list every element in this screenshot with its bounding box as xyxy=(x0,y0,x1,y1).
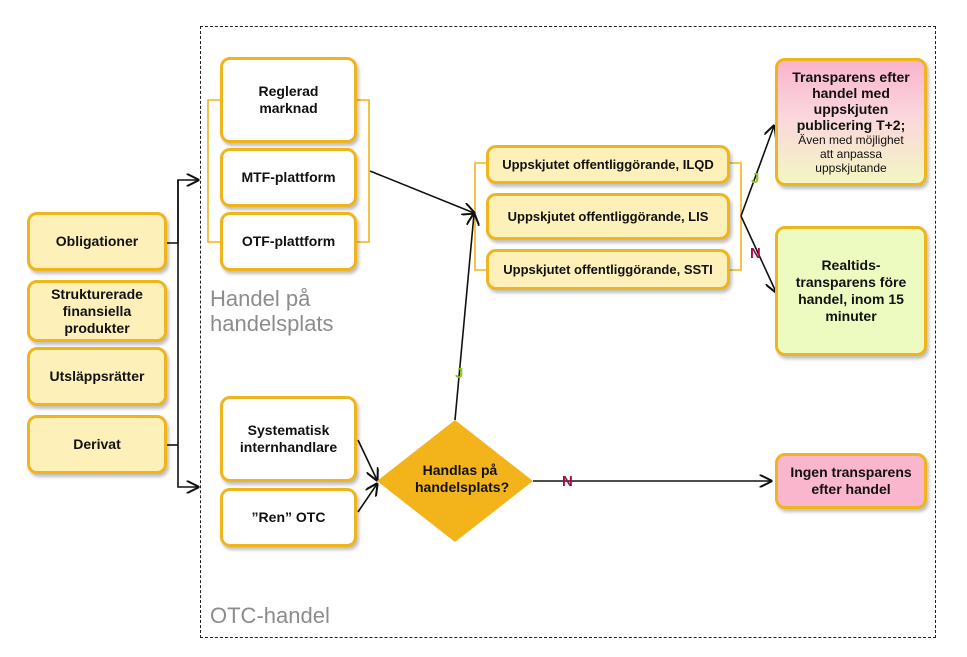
decision-no-label: N xyxy=(562,473,573,490)
outcome-realtime: Realtids-transparens före handel, inom 1… xyxy=(775,226,927,356)
deferral-ilqd-label: Uppskjutet offentliggörande, ILQD xyxy=(502,157,714,172)
otc-si-label: Systematisk internhandlare xyxy=(239,422,338,455)
otc-region-label: OTC-handel xyxy=(210,603,330,628)
outcome-deferred-title: Transparens efter handel med uppskjuten … xyxy=(792,69,910,133)
decision-yes-label: J xyxy=(455,365,464,382)
outcome-deferred-publication: Transparens efter handel med uppskjuten … xyxy=(775,58,927,186)
otc-systematic-internaliser: Systematisk internhandlare xyxy=(220,396,357,482)
outcome-deferred-note: Även med möjlighet att anpassa uppskjuta… xyxy=(798,133,904,175)
decision-question-label: Handlas på handelsplats? xyxy=(415,462,510,495)
outcome-no-transparency: Ingen transparens efter handel xyxy=(775,453,927,509)
trading-region xyxy=(200,26,936,638)
decision-question: Handlas på handelsplats? xyxy=(388,446,532,512)
outcome-realtime-label: Realtids-transparens före handel, inom 1… xyxy=(795,257,907,324)
venue-otf-label: OTF-plattform xyxy=(241,233,336,249)
venue-mtf: MTF-plattform xyxy=(220,148,357,207)
instrument-emissions: Utsläppsrätter xyxy=(27,347,167,406)
otc-pure-label: ”Ren” OTC xyxy=(251,509,326,525)
branch-yes-label: J xyxy=(751,170,760,187)
instrument-bonds-label: Obligationer xyxy=(55,233,139,249)
instrument-derivatives: Derivat xyxy=(27,415,167,474)
instrument-structured: Strukturerade finansiella produkter xyxy=(27,280,167,342)
deferral-ilqd: Uppskjutet offentliggörande, ILQD xyxy=(486,145,730,184)
decision-diamond xyxy=(377,420,533,542)
instrument-derivatives-label: Derivat xyxy=(73,436,121,452)
instrument-bonds: Obligationer xyxy=(27,212,167,271)
deferral-ssti-label: Uppskjutet offentliggörande, SSTI xyxy=(503,262,713,277)
venue-mtf-label: MTF-plattform xyxy=(241,169,336,185)
deferral-ssti: Uppskjutet offentliggörande, SSTI xyxy=(486,249,730,290)
deferral-lis-label: Uppskjutet offentliggörande, LIS xyxy=(507,209,709,224)
venue-region-label: Handel på handelsplats xyxy=(210,286,334,336)
venue-regulated-label: Reglerad marknad xyxy=(258,83,319,116)
deferral-lis: Uppskjutet offentliggörande, LIS xyxy=(486,193,730,240)
venue-regulated: Reglerad marknad xyxy=(220,57,357,143)
branch-no-label: N xyxy=(750,245,761,262)
venue-otf: OTF-plattform xyxy=(220,212,357,271)
instrument-emissions-label: Utsläppsrätter xyxy=(49,368,145,384)
otc-pure: ”Ren” OTC xyxy=(220,488,357,547)
outcome-none-label: Ingen transparens efter handel xyxy=(790,464,912,497)
instrument-structured-label: Strukturerade finansiella produkter xyxy=(51,285,143,336)
